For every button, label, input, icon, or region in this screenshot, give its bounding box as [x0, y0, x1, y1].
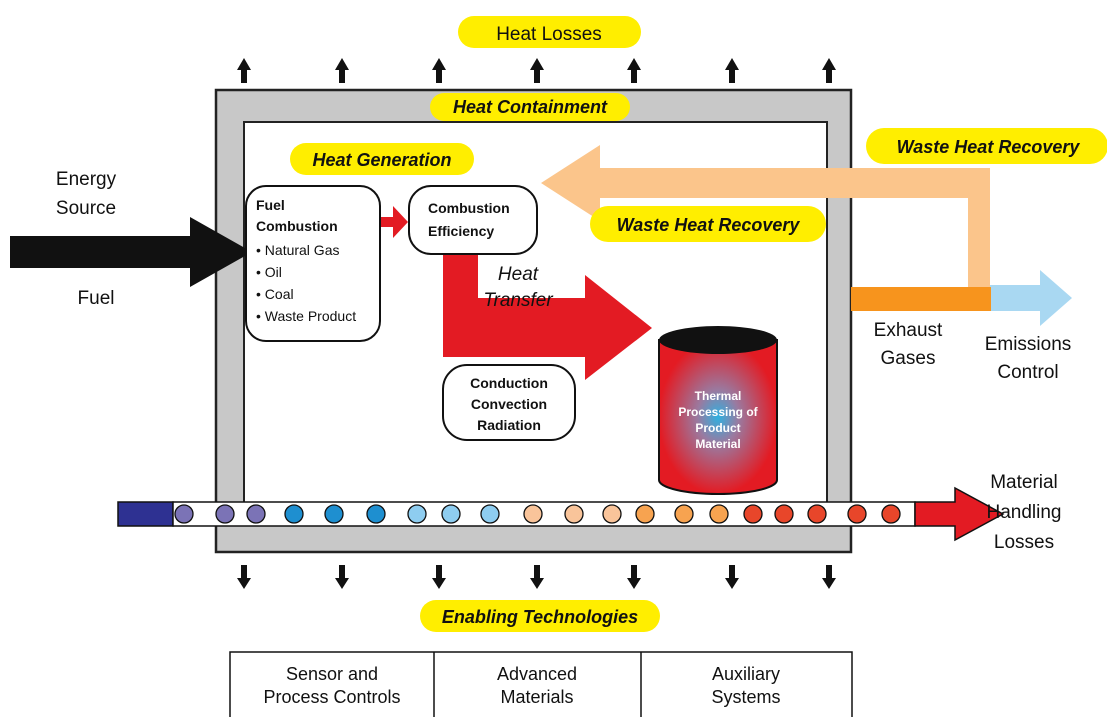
heat-loss-up-arrow-icon [530, 58, 544, 83]
fuel-combustion-title-1: Fuel [256, 197, 285, 213]
tech-down-arrow-icon [725, 565, 739, 589]
heat-losses-pill [458, 16, 641, 48]
conveyor-bead [807, 504, 827, 524]
emissions-arrow [990, 270, 1072, 326]
tech-down-arrow-icon [237, 565, 251, 589]
material-line1: Material [990, 472, 1058, 493]
tech-down-arrow-icon [432, 565, 446, 589]
conveyor-bead [407, 504, 427, 524]
heat-transfer-line2: Transfer [483, 290, 553, 311]
combustion-efficiency-box: Combustion Efficiency [408, 185, 538, 255]
heat-losses-group: Heat Losses [237, 16, 836, 83]
conveyor-bead [847, 504, 867, 524]
efficiency-line1: Combustion [428, 200, 510, 216]
conveyor-bead [602, 504, 622, 524]
tech-materials-line1: Advanced [497, 664, 577, 684]
conveyor-bead [284, 504, 304, 524]
tech-down-arrow-icon [822, 565, 836, 589]
material-line2: Handling [987, 502, 1062, 523]
fuel-input-arrow [10, 217, 252, 287]
tank-line4: Material [695, 437, 740, 451]
waste-heat-recovery-outer-label: Waste Heat Recovery [897, 137, 1081, 157]
heat-loss-up-arrow-icon [627, 58, 641, 83]
heat-generation-pill [290, 143, 474, 175]
waste-heat-recovery-inner-pill [590, 206, 826, 242]
conveyor-bead [441, 504, 461, 524]
conveyor-bead [674, 504, 694, 524]
thermal-processing-tank: Thermal Processing of Product Material [658, 326, 778, 495]
tech-materials-line2: Materials [500, 687, 573, 707]
tech-sensor-line2: Process Controls [263, 687, 400, 707]
conveyor [117, 486, 1005, 542]
up-arrows [237, 58, 836, 83]
conveyor-output-arrow [914, 486, 1005, 542]
fuel-combustion-box: Fuel Combustion • Natural Gas • Oil • Co… [245, 185, 381, 342]
tank-line2: Processing of [678, 405, 758, 419]
heat-loss-up-arrow-icon [432, 58, 446, 83]
heat-loss-up-arrow-icon [237, 58, 251, 83]
material-line3: Losses [994, 532, 1054, 553]
fuel-label: Fuel [78, 288, 115, 309]
heat-loss-up-arrow-icon [335, 58, 349, 83]
conveyor-bead [564, 504, 584, 524]
conveyor-bead [246, 504, 266, 524]
conveyor-bead [743, 504, 763, 524]
heat-transfer-line1: Heat [498, 264, 539, 285]
tech-auxiliary-line1: Auxiliary [712, 664, 780, 684]
conveyor-bead [523, 504, 543, 524]
conveyor-bead [215, 504, 235, 524]
tech-auxiliary-line2: Systems [711, 687, 780, 707]
tech-down-arrow-icon [335, 565, 349, 589]
tech-down-arrow-icon [530, 565, 544, 589]
tank-line1: Thermal [695, 389, 742, 403]
heat-losses-label: Heat Losses [496, 24, 602, 45]
down-arrows [237, 565, 836, 589]
conveyor-bead [174, 504, 194, 524]
fuel-item: • Coal [256, 286, 294, 302]
conveyor-bead [881, 504, 901, 524]
conveyor-belt [172, 501, 916, 527]
heat-loss-up-arrow-icon [822, 58, 836, 83]
technologies-table: Sensor and Process Controls Advanced Mat… [229, 651, 853, 717]
emissions-line1: Emissions [985, 334, 1072, 355]
fuel-combustion-title-2: Combustion [256, 218, 338, 234]
tech-sensor-line1: Sensor and [286, 664, 378, 684]
heat-transfer-modes-box: Conduction Convection Radiation [442, 364, 576, 441]
heat-containment-label: Heat Containment [453, 97, 608, 117]
mode-line1: Conduction [470, 375, 548, 391]
heat-loss-up-arrow-icon [725, 58, 739, 83]
enabling-technologies-label: Enabling Technologies [442, 607, 638, 627]
mode-line3: Radiation [477, 417, 541, 433]
conveyor-bead [324, 504, 344, 524]
fuel-item: • Natural Gas [256, 242, 340, 258]
conveyor-bead [774, 504, 794, 524]
conveyor-beads [174, 504, 901, 524]
conveyor-feed [117, 501, 174, 527]
fuel-to-efficiency-arrow [380, 206, 408, 238]
exhaust-bar [851, 287, 991, 311]
tech-down-arrow-icon [627, 565, 641, 589]
waste-heat-recovery-inner-label: Waste Heat Recovery [617, 215, 801, 235]
energy-source-line1: Energy [56, 169, 117, 190]
conveyor-bead [709, 504, 729, 524]
fuel-item: • Oil [256, 264, 282, 280]
heat-transfer-arrow [443, 252, 652, 380]
conveyor-bead [366, 504, 386, 524]
conveyor-bead [480, 504, 500, 524]
waste-heat-recovery-outer-pill [866, 128, 1107, 164]
heat-generation-label: Heat Generation [312, 150, 451, 170]
waste-heat-recovery-arrow [541, 145, 990, 290]
emissions-line2: Control [997, 362, 1058, 383]
mode-line2: Convection [471, 396, 547, 412]
heat-containment-pill [430, 93, 630, 121]
exhaust-line1: Exhaust [874, 320, 943, 341]
energy-source-line2: Source [56, 198, 116, 219]
enabling-technologies-pill [420, 600, 660, 632]
tank-line3: Product [695, 421, 740, 435]
fuel-item: • Waste Product [256, 308, 356, 324]
conveyor-bead [635, 504, 655, 524]
exhaust-line2: Gases [881, 348, 936, 369]
efficiency-line2: Efficiency [428, 223, 494, 239]
